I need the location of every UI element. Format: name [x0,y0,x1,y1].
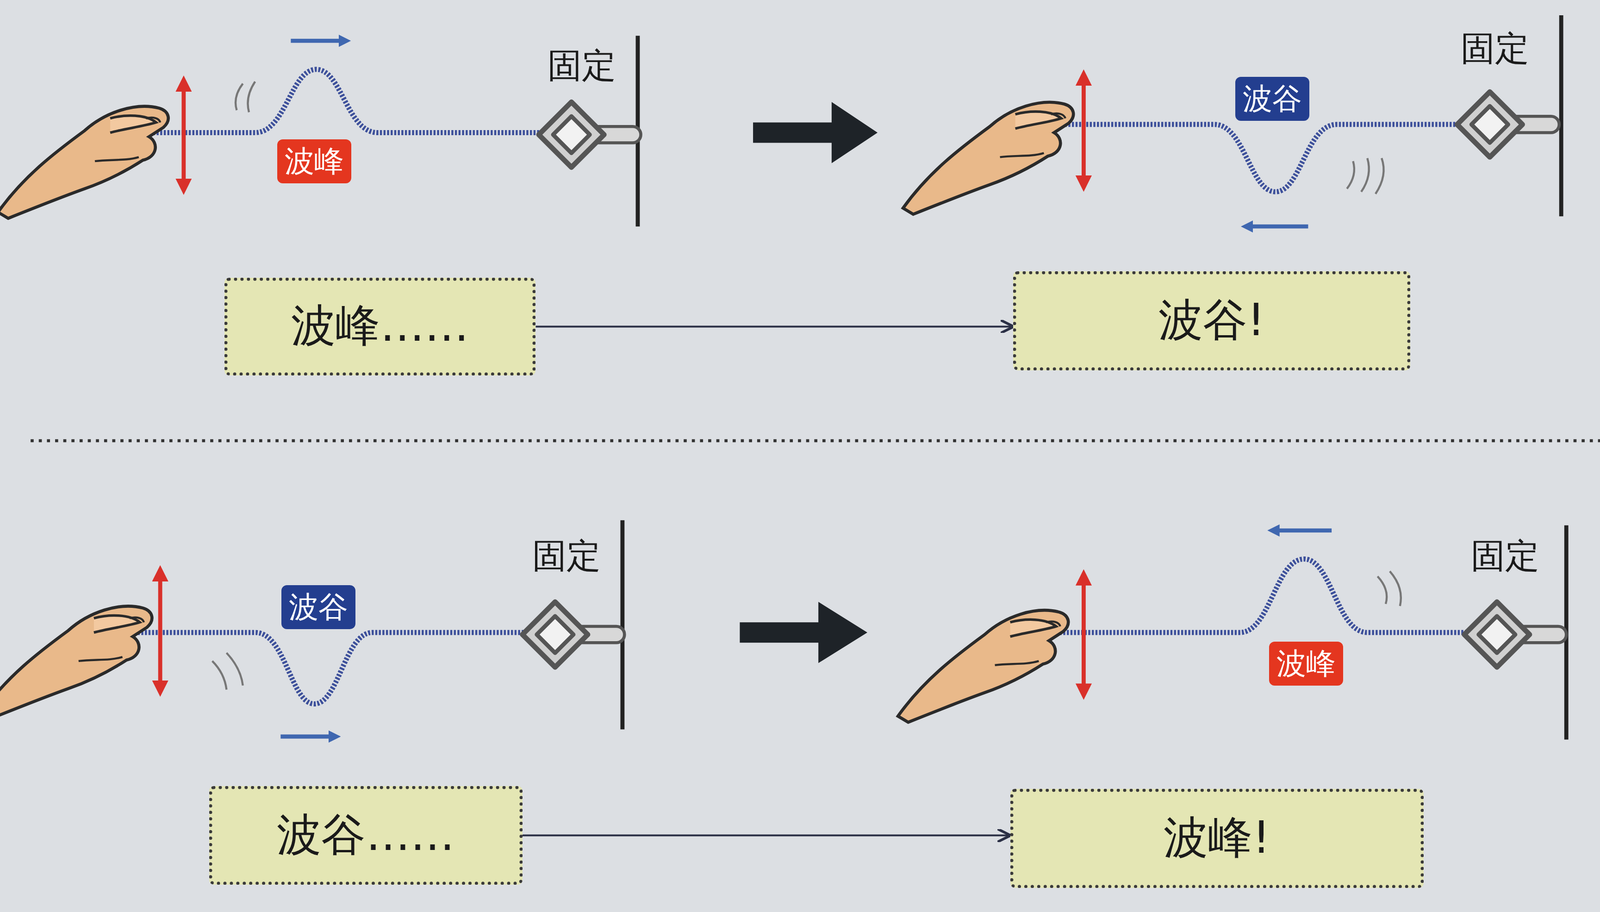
note-box: 波谷! [1013,271,1411,371]
node-text: 波峰 [284,141,344,182]
connector-arrow [535,325,1013,328]
wave-badge: 波谷 [1235,76,1310,121]
node-text: 波谷…… [276,805,455,866]
node-text: 波谷 [288,586,349,628]
fixed-end-label: 固定 [532,533,601,580]
connector-arrow [522,834,1010,837]
wave-badge: 波峰 [277,139,352,184]
fixed-end-label: 固定 [1470,533,1540,580]
node-text: 波谷! [1158,290,1265,351]
wave-badge: 波峰 [1269,641,1344,686]
wave-badge: 波谷 [281,585,356,629]
node-text: 波峰…… [291,296,469,357]
node-text: 波谷 [1242,78,1302,119]
node-text: 波峰 [1276,643,1336,684]
note-box: 波峰…… [224,277,536,376]
node-text: 波峰! [1163,808,1271,869]
fixed-end-label: 固定 [1460,25,1530,73]
fixed-end-label: 固定 [547,43,617,90]
note-box: 波谷…… [209,785,523,885]
note-box: 波峰! [1010,788,1424,888]
